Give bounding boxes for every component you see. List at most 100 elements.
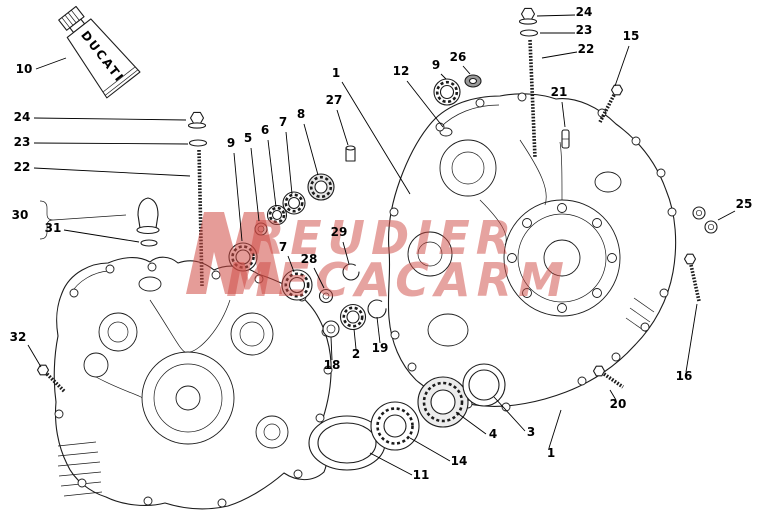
bearing-7-lower (281, 269, 313, 301)
callout-4: 4 (489, 427, 497, 441)
callout-22-left: 22 (14, 160, 31, 174)
callout-leader-1-left (341, 81, 411, 195)
callout-1-right: 1 (547, 446, 555, 460)
dowel-27 (345, 145, 356, 162)
callout-leader-14 (409, 437, 451, 462)
callout-leader-26 (462, 65, 471, 75)
callout-leader-12 (406, 80, 444, 128)
stud-22-top (528, 39, 537, 159)
callout-leader-8 (303, 123, 319, 176)
callout-leader-18 (330, 336, 333, 361)
callout-15: 15 (623, 29, 640, 43)
callout-leader-21 (561, 101, 566, 128)
bearing-9-right (433, 78, 461, 106)
callout-18: 18 (324, 358, 341, 372)
callout-leader-19 (376, 316, 381, 344)
race-3 (462, 363, 506, 407)
watermark-line1: REUDIER (249, 211, 517, 265)
bolt-16 (683, 253, 701, 302)
callout-leader-29 (342, 241, 350, 265)
callout-9-left: 9 (227, 136, 235, 150)
callout-leader-9-right (440, 73, 447, 80)
callout-leader-24-left (33, 117, 187, 121)
callout-26: 26 (450, 50, 467, 64)
screws-25 (692, 206, 718, 234)
callout-19: 19 (372, 341, 389, 355)
callout-10: 10 (16, 62, 33, 76)
oring-31 (140, 239, 158, 247)
callout-14: 14 (451, 454, 468, 468)
callout-24-left: 24 (14, 110, 31, 124)
callout-11: 11 (413, 468, 430, 482)
callout-leader-22-left (33, 167, 191, 177)
callout-leader-20 (609, 389, 617, 401)
callout-20: 20 (610, 397, 627, 411)
callout-leader-9-left (233, 152, 243, 242)
pin-21 (561, 129, 570, 149)
callout-24-top: 24 (576, 5, 593, 19)
callout-12: 12 (393, 64, 410, 78)
callout-21: 21 (551, 85, 568, 99)
callout-22-top: 22 (578, 42, 595, 56)
callout-16: 16 (676, 369, 693, 383)
seal-26 (464, 74, 482, 88)
left-crankcase-drawing (53, 256, 333, 510)
callout-28: 28 (301, 252, 318, 266)
breather-30 (137, 197, 159, 229)
callout-leader-2 (353, 328, 357, 350)
nut-24-top (520, 7, 536, 21)
callout-1-left: 1 (332, 66, 340, 80)
bolt-20 (592, 365, 625, 389)
callout-leader-27 (336, 109, 349, 146)
ring-11 (308, 415, 386, 471)
washer-18 (322, 320, 340, 338)
callout-leader-28 (313, 267, 325, 289)
callout-leader-32 (27, 344, 42, 368)
callout-9-right: 9 (432, 58, 440, 72)
stud-assembly-left (187, 111, 208, 287)
callout-leader-6 (267, 139, 277, 208)
washer-28 (318, 288, 334, 304)
watermark-line2: MECACARM (226, 253, 570, 307)
ducati-tube: DUCATI (58, 5, 141, 99)
callout-32: 32 (10, 330, 27, 344)
callout-leader-4 (455, 411, 487, 435)
callout-leader-16 (685, 303, 698, 373)
callout-leader-23-left (33, 142, 189, 145)
bearing-6 (266, 204, 288, 226)
nut-24-left (189, 111, 205, 125)
washer-23-left (188, 139, 208, 147)
callout-31: 31 (45, 221, 62, 235)
right-crankcase-drawing (387, 92, 677, 412)
bolt-32 (36, 364, 67, 394)
bearing-2 (339, 303, 367, 331)
callout-leader-10 (35, 57, 67, 70)
callout-leader-31 (63, 229, 140, 243)
tube-body (66, 18, 141, 99)
stud-assembly-top (518, 7, 539, 159)
callout-leader-3 (493, 396, 526, 432)
callout-5: 5 (244, 131, 252, 145)
callout-leader-1-right (548, 409, 562, 449)
callout-leader-7-lower (287, 255, 295, 273)
callout-leader-15 (614, 45, 630, 87)
bolt-15 (598, 84, 624, 123)
callout-7-upper: 7 (279, 115, 287, 129)
callout-2: 2 (352, 347, 360, 361)
callout-30: 30 (12, 208, 29, 222)
callout-leader-25 (717, 210, 736, 221)
callout-29: 29 (331, 225, 348, 239)
watermark: REUDIER MECACARM (186, 211, 570, 307)
washer-23-top (519, 29, 539, 37)
callout-23-left: 23 (14, 135, 31, 149)
bearing-8 (307, 173, 335, 201)
callout-3: 3 (527, 425, 535, 439)
callout-27: 27 (326, 93, 343, 107)
watermark-logo (186, 212, 282, 294)
callout-leader-7-upper (285, 131, 293, 195)
callout-leader-11 (369, 452, 413, 476)
callout-25: 25 (736, 197, 753, 211)
circlip-29 (342, 263, 360, 281)
